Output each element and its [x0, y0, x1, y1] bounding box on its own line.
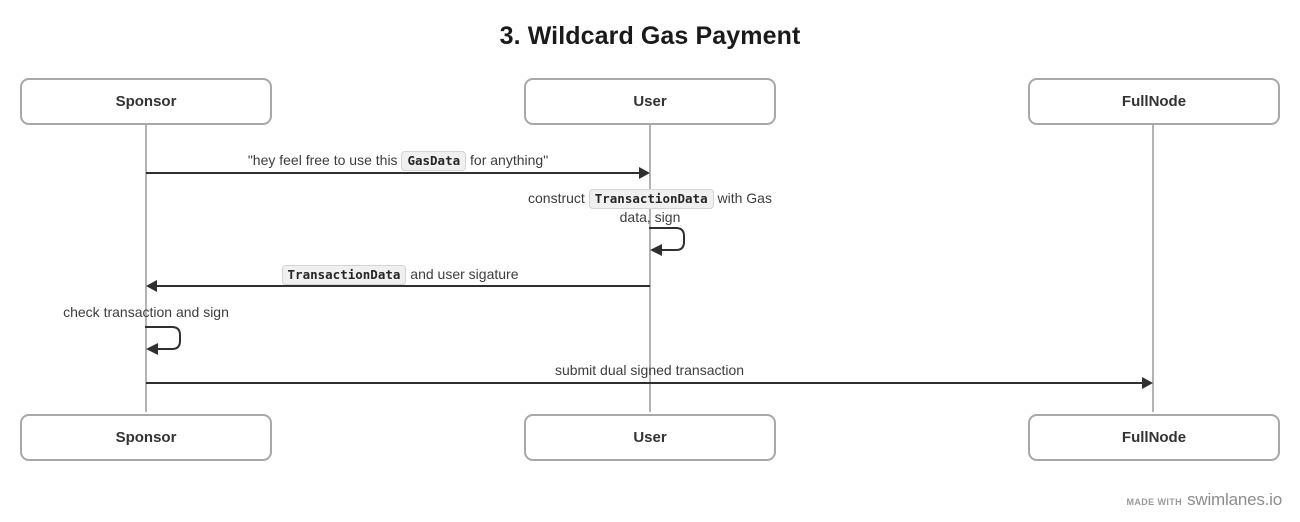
message-label-m1: "hey feel free to use this GasData for a… — [146, 151, 650, 171]
code-chip: GasData — [401, 151, 467, 171]
participant-header-sponsor[interactable]: Sponsor — [20, 78, 272, 125]
message-label-m3: TransactionData and user sigature — [150, 265, 650, 285]
participant-label-sponsor: Sponsor — [115, 93, 177, 110]
participant-footer-sponsor[interactable]: Sponsor — [20, 414, 272, 461]
code-chip: TransactionData — [281, 265, 407, 285]
diagram-title: 3. Wildcard Gas Payment — [499, 22, 801, 50]
arrowhead-right-icon-m1 — [639, 167, 650, 179]
participant-label-fullnode-bottom: FullNode — [1121, 429, 1187, 446]
self-loop-user — [649, 226, 699, 261]
participant-label-user: User — [633, 93, 667, 110]
participant-header-user[interactable]: User — [524, 78, 776, 125]
message-label-m4: check transaction and sign — [63, 304, 229, 320]
participant-label-sponsor-bottom: Sponsor — [115, 429, 177, 446]
lifeline-fullnode — [1152, 125, 1154, 412]
watermark-made-with: Made with — [1126, 497, 1183, 507]
code-chip: TransactionData — [588, 189, 714, 209]
lifeline-sponsor — [145, 125, 147, 412]
participant-label-user-bottom: User — [633, 429, 667, 446]
participant-header-fullnode[interactable]: FullNode — [1028, 78, 1280, 125]
message-line-m1 — [146, 172, 640, 174]
arrowhead-right-icon-m5 — [1142, 377, 1153, 389]
participant-footer-fullnode[interactable]: FullNode — [1028, 414, 1280, 461]
message-line-m5 — [146, 382, 1143, 384]
participant-label-fullnode: FullNode — [1121, 93, 1187, 110]
watermark[interactable]: Made with swimlanes.io — [1126, 490, 1282, 510]
message-label-m5: submit dual signed transaction — [554, 362, 745, 378]
self-loop-sponsor — [145, 325, 195, 360]
lifeline-user — [649, 125, 651, 412]
watermark-brand: swimlanes.io — [1187, 490, 1282, 509]
message-line-m3 — [157, 285, 650, 287]
participant-footer-user[interactable]: User — [524, 414, 776, 461]
arrowhead-left-icon-m3 — [146, 280, 157, 292]
message-label-m2: construct TransactionData with Gas data,… — [528, 189, 772, 225]
